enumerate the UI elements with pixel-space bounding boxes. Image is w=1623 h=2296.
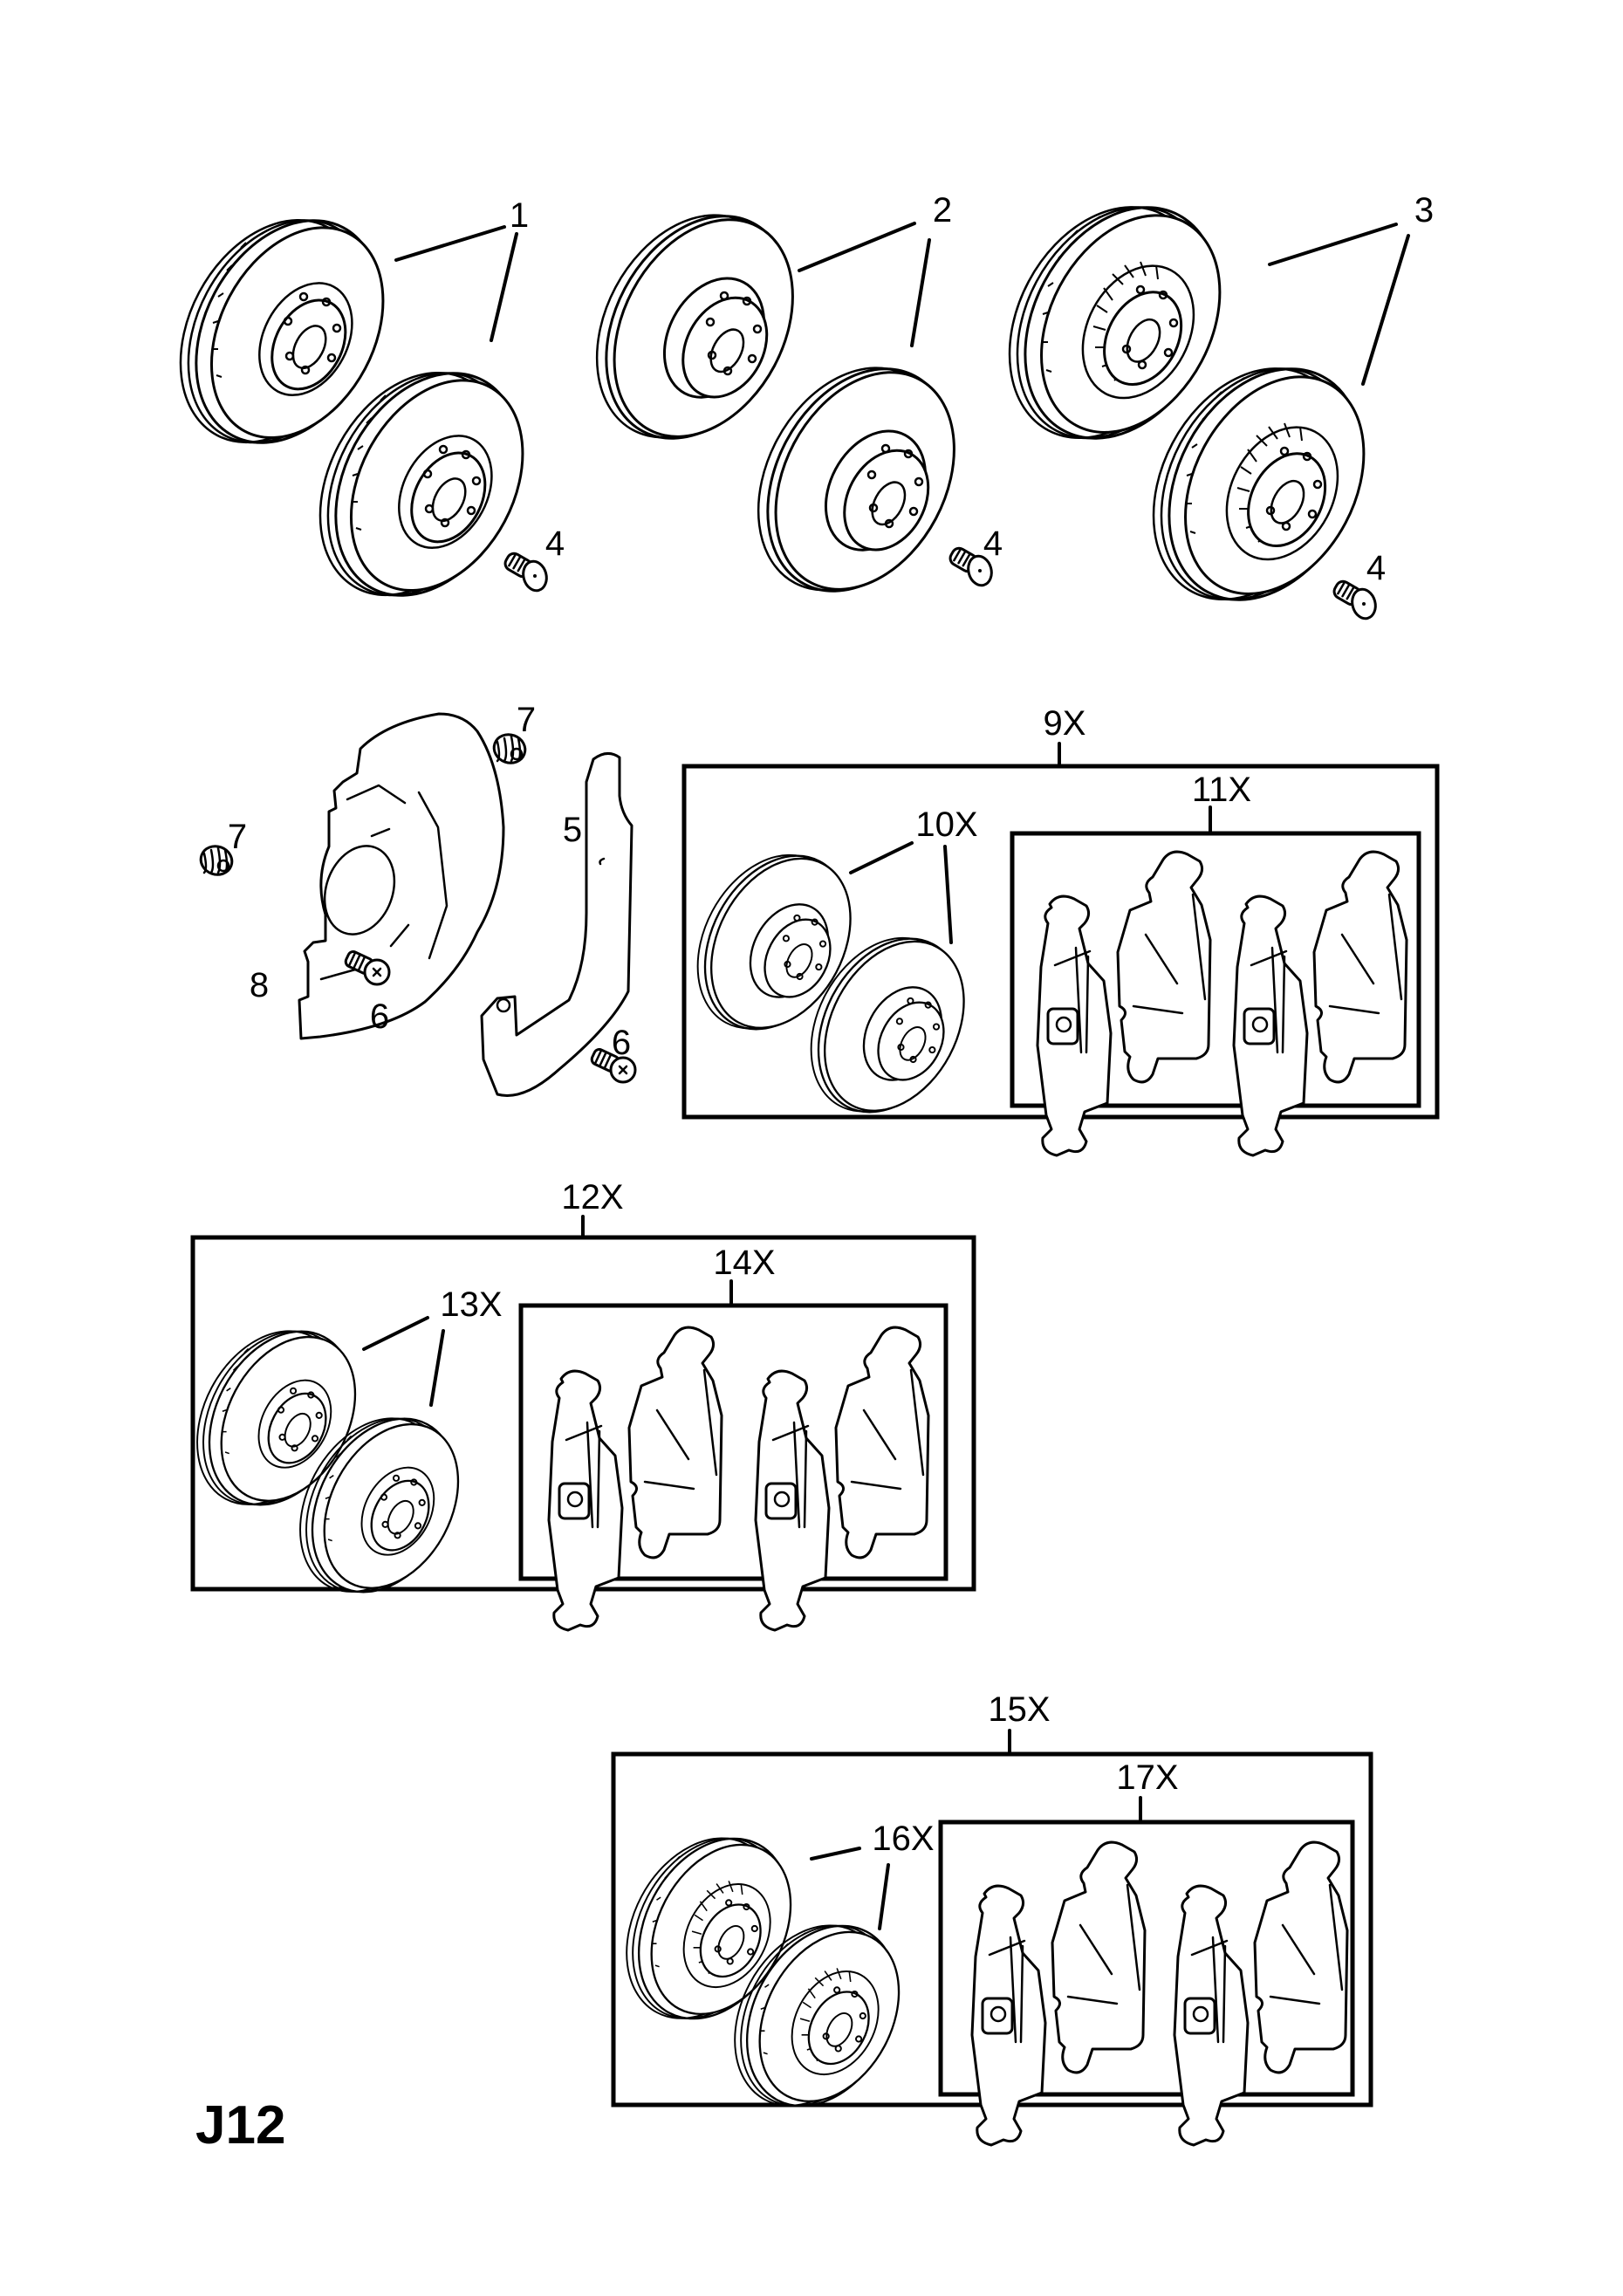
kit-17X-frame [938, 1820, 1355, 2097]
disc-pair-1: 1 [142, 187, 558, 629]
callout-5: 5 [563, 811, 582, 849]
callout-7b: 7 [517, 701, 536, 739]
screw-4a [501, 549, 551, 595]
kit-9X: 9X 10X 11X [668, 704, 1440, 1157]
leader-13Xb [429, 1329, 445, 1407]
leader-13Xa [362, 1316, 429, 1351]
callout-10X: 10X [915, 805, 977, 844]
leader-10Xb [943, 845, 953, 944]
leader-2a [798, 222, 916, 272]
callout-4a: 4 [545, 524, 565, 563]
callout-12X: 12X [561, 1178, 623, 1217]
kit-15X: 15X 16X 17X [595, 1690, 1373, 2147]
callout-15X: 15X [988, 1690, 1050, 1729]
brake-pad-11X-4 [1312, 850, 1408, 1084]
leader-16Xa [810, 1847, 861, 1861]
callout-1: 1 [510, 196, 529, 235]
callout-4b: 4 [983, 524, 1003, 563]
leader-1b [490, 232, 518, 342]
brake-pad-14X-2 [627, 1326, 723, 1559]
callout-14X: 14X [713, 1244, 775, 1282]
leader-16Xb [878, 1863, 890, 1930]
callout-11X: 11X [1192, 771, 1251, 809]
callout-3: 3 [1414, 191, 1434, 230]
bracket [480, 752, 633, 1097]
brake-disc-2a [558, 182, 830, 472]
callout-9X: 9X [1044, 704, 1086, 743]
leader-1a [394, 225, 506, 262]
disc-pair-3: 3 [969, 172, 1434, 635]
kit-14X-frame [518, 1303, 948, 1581]
brake-pad-14X-4 [834, 1326, 930, 1559]
leader-10Xa [849, 841, 914, 874]
callout-7a: 7 [228, 818, 247, 856]
bracket-5 [480, 752, 633, 1097]
brake-pad-17X-2 [1051, 1840, 1147, 2074]
callout-17X: 17X [1116, 1758, 1178, 1797]
callout-2: 2 [933, 191, 952, 230]
kit-11X-frame [1010, 831, 1421, 1108]
kit-12X: 12X 13X 14X [168, 1178, 976, 1632]
page-code: J12 [195, 2095, 285, 2155]
callout-13X: 13X [440, 1285, 502, 1324]
callout-6b: 6 [612, 1024, 631, 1062]
brake-pad-17X-4 [1253, 1840, 1349, 2074]
disc-pair-2: 2 [558, 182, 991, 625]
callout-8: 8 [250, 966, 269, 1004]
dust-shield-8 [298, 712, 505, 1040]
leader-3a [1268, 223, 1398, 266]
callout-6a: 6 [370, 997, 389, 1036]
leader-3b [1361, 234, 1410, 386]
brake-pad-11X-2 [1116, 850, 1212, 1084]
leader-2b [910, 238, 931, 347]
callout-4c: 4 [1366, 549, 1386, 587]
callout-16X: 16X [872, 1820, 934, 1858]
